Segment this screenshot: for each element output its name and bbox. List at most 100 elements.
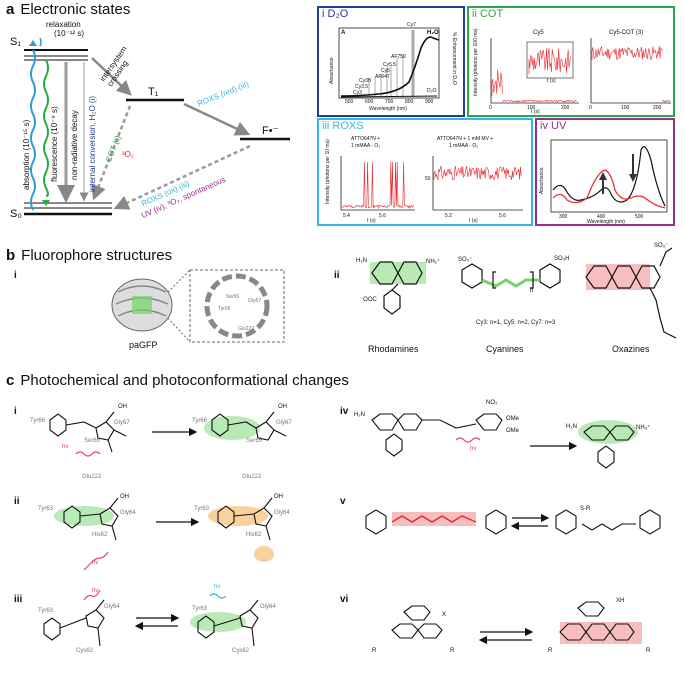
ome-label: OMe <box>506 416 520 422</box>
cyanine-so3: SO₃⁻ <box>458 257 473 263</box>
trace-line <box>502 99 577 103</box>
r-label: R <box>372 648 377 654</box>
x-label: X <box>442 612 447 618</box>
panel-title: i D₂O <box>322 8 349 20</box>
oh-label: OH <box>278 404 287 410</box>
cyanine-so3h: SO₃H <box>554 256 570 262</box>
svg-text:5.6: 5.6 <box>379 213 386 219</box>
tyr63-label: Tyr63 <box>192 606 208 612</box>
inset-x-label: t (s) <box>547 78 556 84</box>
hv-label: hν <box>62 444 69 450</box>
panel-title: iii ROXS <box>322 120 364 132</box>
ser65-label: Ser65 <box>84 438 101 444</box>
ome-label: OMe <box>506 428 520 434</box>
section-letter: a <box>6 1 15 18</box>
rhodamine-nh2plus: NH₂⁺ <box>426 259 441 265</box>
xh-label: XH <box>616 598 625 604</box>
svg-text:5.2: 5.2 <box>445 213 452 219</box>
svg-text:700: 700 <box>385 99 394 105</box>
hv-label: hν <box>92 588 99 594</box>
glu222-label: Glu222 <box>238 326 255 332</box>
tyr66-label: Tyr66 <box>218 306 231 312</box>
no2-label: NO₂ <box>486 400 498 406</box>
svg-text:5.6: 5.6 <box>499 213 506 219</box>
dye-label: Cy7 <box>407 22 416 28</box>
section-title: Photochemical and photoconformational ch… <box>20 372 349 389</box>
r-label: R <box>548 648 553 654</box>
cyanine-n: n <box>530 288 534 294</box>
oxazines-label: Oxazines <box>612 344 650 354</box>
oh-label: OH <box>118 404 127 410</box>
sublabel-i: i <box>14 270 17 281</box>
dye-label: AF750 <box>391 54 406 60</box>
cys62-label: Cys62 <box>232 648 250 654</box>
dye-label: AF647 <box>375 74 390 80</box>
subplot-title: 1 mMAA - O₂ <box>351 143 381 149</box>
x-axis-label: Wavelength (nm) <box>369 106 407 112</box>
s1-label: S₁ <box>10 36 22 48</box>
svg-text:900: 900 <box>425 99 434 105</box>
rhodamine-nh2: H₂N <box>356 258 367 264</box>
gly64-label: Gly64 <box>104 604 120 610</box>
gly64-label: Gly64 <box>120 510 136 516</box>
svg-text:200: 200 <box>653 105 662 111</box>
svg-text:500: 500 <box>345 99 354 105</box>
trace-line <box>528 48 571 74</box>
svg-text:400: 400 <box>597 214 606 220</box>
t1-label: T₁ <box>148 86 159 98</box>
o2-label: ³O₂ <box>122 150 134 159</box>
oxazine-so3: SO₃⁻ <box>654 243 669 249</box>
cyanine-structure <box>461 263 561 289</box>
tyr63-label: Tyr63 <box>38 608 54 614</box>
ser65-label: Ser65 <box>226 294 240 300</box>
rhodamine-coo: ⁻OOC <box>360 297 377 303</box>
section-title: Electronic states <box>20 1 131 18</box>
f-label: F•⁻ <box>262 125 279 137</box>
svg-text:800: 800 <box>405 99 414 105</box>
rhodamines-label: Rhodamines <box>368 344 419 354</box>
svg-text:600: 600 <box>365 99 374 105</box>
oh-label: OH <box>274 494 283 500</box>
svg-text:300: 300 <box>559 214 568 220</box>
cys62-label: Cys62 <box>76 648 94 654</box>
hv-label: hν <box>470 446 477 452</box>
his62-label: His62 <box>92 532 108 538</box>
sublabel-iv: iv <box>340 406 349 417</box>
trace-line <box>491 69 503 96</box>
label-h2o: H₂O <box>427 30 439 36</box>
tyr66-label: Tyr66 <box>30 418 46 424</box>
trace-line <box>433 165 522 181</box>
sublabel-i: i <box>14 406 17 417</box>
x-axis-label: t (s) <box>531 109 540 115</box>
cyanines-label: Cyanines <box>486 344 524 354</box>
rhodamine-structure <box>370 261 426 315</box>
dye-label: Cy5 <box>381 68 390 74</box>
svg-text:0: 0 <box>589 105 592 111</box>
relaxation-label: relaxation <box>46 20 81 29</box>
sublabel-iii: iii <box>14 594 23 605</box>
svg-text:500: 500 <box>635 214 644 220</box>
cot-arrow <box>91 105 132 201</box>
label-d2o: D₂O <box>427 88 437 94</box>
subplot-title: Cy5-COT (3) <box>609 30 644 36</box>
section-letter: c <box>6 372 15 389</box>
trace-line <box>591 45 663 61</box>
s0-label: S₀ <box>10 208 22 220</box>
trace-line <box>341 161 415 210</box>
gly64-label: Gly64 <box>260 604 276 610</box>
section-title: Fluorophore structures <box>21 247 173 264</box>
label-a: A <box>341 30 346 36</box>
h2n-label: H₂N <box>566 424 577 430</box>
fluorescence-arrow <box>43 59 49 197</box>
gly64-label: Gly64 <box>274 510 290 516</box>
trace-line <box>662 100 671 103</box>
oxazine-structure <box>585 247 677 339</box>
sr-label: S-R <box>580 506 591 512</box>
tyr63-label: Tyr63 <box>38 506 54 512</box>
absorption-arrow <box>30 49 36 211</box>
dye-label: Cy3B <box>359 78 372 84</box>
